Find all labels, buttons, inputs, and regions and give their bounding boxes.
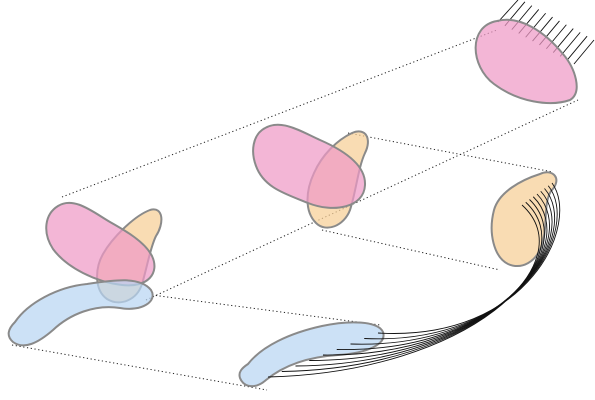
dotted-line-6 — [12, 345, 267, 390]
hair-line — [498, 0, 518, 22]
hair-line — [574, 40, 594, 64]
pink-blob-top-right — [476, 20, 577, 103]
blue-blob-left — [9, 280, 153, 345]
hair-line — [567, 36, 587, 60]
dotted-line-4 — [322, 230, 500, 270]
dotted-line-3 — [348, 133, 553, 172]
blue-blob-bottom — [239, 322, 383, 386]
dotted-line-5 — [152, 295, 380, 325]
